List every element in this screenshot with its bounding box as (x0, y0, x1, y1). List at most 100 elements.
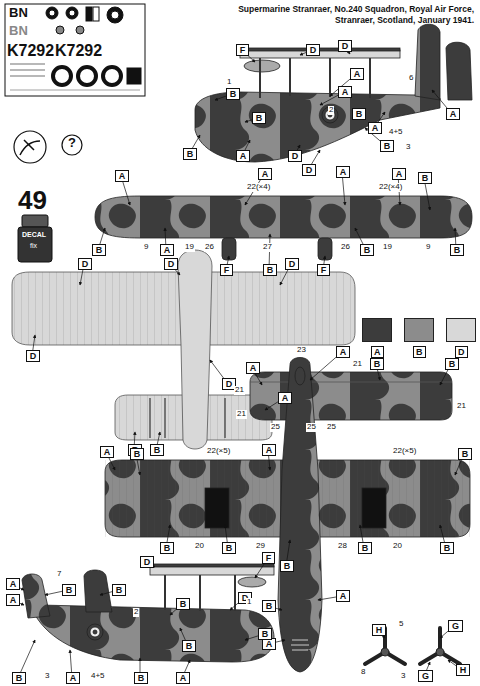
callout-number: 1 (226, 78, 232, 87)
decal-sheet-part (10, 76, 45, 77)
legend-letter: D (455, 346, 468, 358)
colour-callout: D (288, 150, 302, 162)
underside-planform-part (178, 250, 212, 449)
callout-letter: B (96, 245, 103, 255)
callout-number: 25 (306, 423, 317, 432)
callout-number: 21 (236, 410, 247, 419)
colour-callout: B (262, 600, 276, 612)
colour-callout: F (220, 264, 233, 276)
colour-callout: A (100, 446, 114, 458)
callout-letter: G (452, 621, 459, 631)
callout-letter: B (422, 173, 429, 183)
colour-callout: B (258, 628, 272, 640)
colour-callout: B (130, 448, 144, 460)
callout-letter: B (356, 109, 363, 119)
colour-swatch (446, 318, 476, 342)
side-view-port-part (22, 574, 50, 618)
callout-number: 25 (270, 423, 281, 432)
callout-letter: F (240, 45, 246, 55)
decal-sheet-part (78, 67, 96, 85)
side-view-starboard-part (415, 24, 440, 100)
callout-number: 5 (398, 620, 404, 629)
callout-letter: B (449, 359, 456, 369)
paint-pot-part (18, 227, 52, 262)
callout-number: 21 (352, 360, 363, 369)
callout-number: 9 (143, 243, 149, 252)
colour-callout: B (280, 560, 294, 572)
callout-letter: B (284, 561, 291, 571)
callout-letter: B (256, 113, 263, 123)
decal-sheet-part (76, 26, 84, 34)
callout-letter: D (306, 165, 313, 175)
underside-planform-part-part (164, 398, 166, 438)
callout-number: 1 (246, 598, 252, 607)
colour-callout: B (176, 598, 190, 610)
callout-letter: A (340, 347, 347, 357)
callout-letter: A (266, 445, 273, 455)
side-view-starboard-part (195, 92, 440, 162)
callout-letter: D (310, 45, 317, 55)
callout-letter: A (104, 447, 111, 457)
callout-number: 9 (425, 243, 431, 252)
callout-number: 3 (44, 672, 50, 681)
decal-sheet-part (10, 90, 140, 91)
decal-sheet-part (69, 10, 75, 16)
colour-callout: B (12, 672, 26, 684)
colour-callout: B (352, 108, 366, 120)
side-view-port-part (87, 624, 103, 640)
callout-letter: A (10, 579, 17, 589)
callout-number: 3 (400, 672, 406, 681)
callout-number: 2 (133, 608, 139, 617)
colour-callout: B (112, 584, 126, 596)
callout-letter: A (164, 245, 171, 255)
colour-callout: H (456, 664, 470, 676)
colour-callout: B (62, 584, 76, 596)
callout-number: 22(×4) (246, 183, 271, 192)
lower-wing-underside (95, 196, 472, 260)
colour-callout: A (350, 68, 364, 80)
callout-number: 8 (360, 668, 366, 677)
colour-callout: A (176, 672, 190, 684)
callout-letter: A (340, 167, 347, 177)
callout-number: 7 (56, 570, 62, 579)
decal-sheet-part (107, 7, 123, 23)
colour-callout: A (66, 672, 80, 684)
callout-letter: F (224, 265, 230, 275)
colour-callout: A (160, 244, 174, 256)
decal-sheet-part (49, 10, 55, 16)
side-view-starboard-part-part (369, 58, 371, 98)
colour-callout: A (338, 86, 352, 98)
callout-letter: B (186, 641, 193, 651)
top-view-part (295, 367, 305, 385)
colour-callout: D (302, 164, 316, 176)
legend-letter: A (371, 346, 384, 358)
decal-sheet-part (5, 4, 145, 96)
callout-letter: B (180, 599, 187, 609)
callout-letter: D (342, 41, 349, 51)
sheet-title: Supermarine Stranraer, No.240 Squadron, … (228, 4, 474, 26)
side-view-port-part (150, 564, 274, 567)
colour-callout: A (336, 346, 350, 358)
callout-letter: A (354, 69, 361, 79)
decal-sheet-part (86, 7, 92, 21)
callout-letter: A (266, 639, 273, 649)
top-view-part-part (291, 645, 309, 646)
colour-callout: D (164, 258, 178, 270)
colour-callout: A (336, 166, 350, 178)
callout-letter: H (460, 665, 467, 675)
decal-sheet-part (10, 70, 45, 71)
callout-letter: B (362, 543, 369, 553)
colour-callout: F (236, 44, 249, 56)
colour-callout: A (336, 590, 350, 602)
callout-letter: A (250, 363, 257, 373)
decal-sheet-part (127, 68, 141, 84)
underside-planform-part (150, 398, 225, 438)
top-view-part (278, 358, 322, 673)
callout-letter: A (70, 673, 77, 683)
callout-letter: B (462, 449, 469, 459)
legend-letter: B (413, 346, 426, 358)
side-view-port-part (93, 630, 97, 634)
callout-letter: F (266, 553, 272, 563)
callout-letter: D (292, 151, 299, 161)
callout-letter: B (454, 245, 461, 255)
